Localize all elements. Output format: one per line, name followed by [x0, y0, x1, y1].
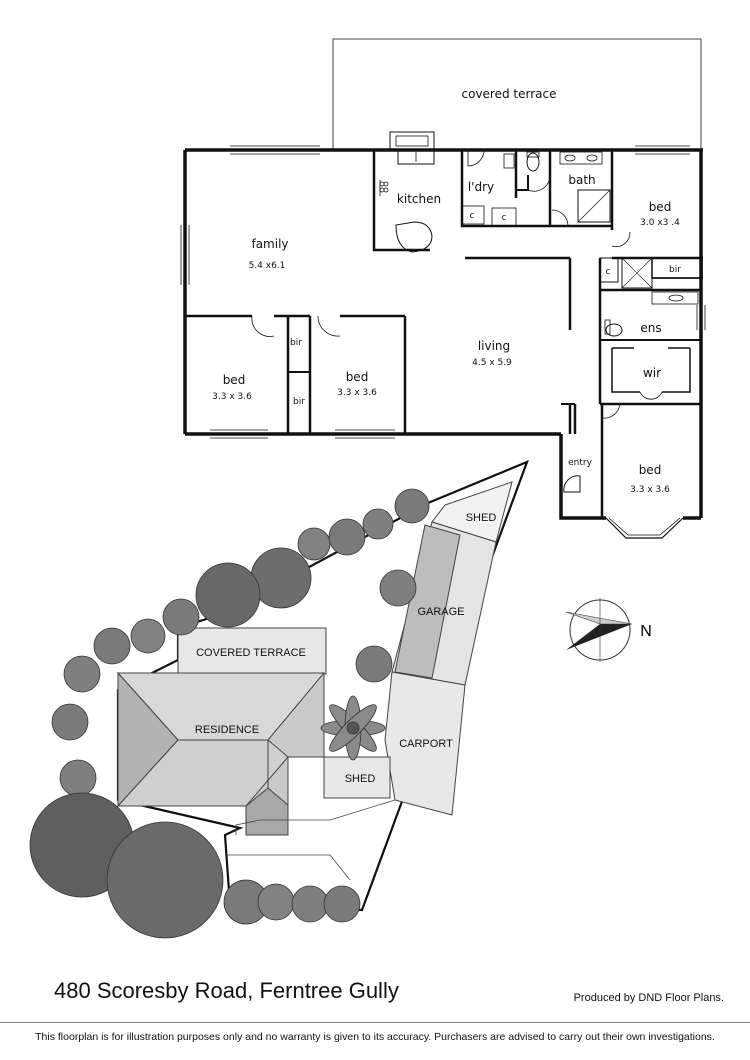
label-laundry-c2: c: [502, 213, 507, 223]
toilet-laundry: [526, 152, 540, 172]
label-bir-bed2: bir: [290, 338, 302, 348]
compass-north-label: N: [640, 623, 652, 640]
floorplan-labels: covered terrace kitchen l'dry c c bath b…: [212, 87, 681, 495]
tree-icon: [297, 527, 331, 561]
compass-icon: N: [565, 598, 652, 662]
label-site-covered-terrace: COVERED TERRACE: [196, 647, 306, 659]
label-laundry: l'dry: [468, 180, 494, 194]
label-living-dims: 4.5 x 5.9: [472, 358, 512, 368]
toilet-ens: [605, 323, 623, 337]
label-bath: bath: [568, 173, 595, 187]
windows: [180, 145, 706, 439]
bay-window: [605, 517, 684, 539]
tree-icon: [195, 562, 261, 628]
label-bed3-dims: 3.3 x 3.6: [337, 388, 377, 398]
bath-shower: [577, 189, 611, 223]
carport: [384, 671, 466, 816]
tree-icon: [106, 821, 224, 939]
tree-icon: [162, 598, 200, 636]
site-labels: SHED GARAGE COVERED TERRACE RESIDENCE CA…: [195, 512, 496, 785]
tree-icon: [328, 518, 366, 556]
label-wir: wir: [643, 366, 661, 380]
label-bed1: bed: [649, 200, 672, 214]
label-laundry-c1: c: [470, 211, 475, 221]
trees: [29, 488, 430, 939]
tree-icon: [379, 569, 417, 607]
label-covered-terrace: covered terrace: [462, 87, 557, 101]
label-shed-bottom: SHED: [345, 773, 376, 785]
kitchen-window-box: [389, 131, 435, 151]
laundry-wall: [460, 150, 612, 228]
label-bed1-dims: 3.0 x3 .4: [640, 218, 680, 228]
label-entry: entry: [568, 458, 592, 468]
site-covered-terrace: [177, 627, 327, 675]
bath-vanity: [559, 151, 603, 165]
palm-tree-icon: [320, 695, 386, 761]
label-family: family: [251, 237, 288, 251]
entry-wall: [559, 434, 606, 520]
label-ens: ens: [640, 321, 661, 335]
label-linen-c: c: [606, 267, 611, 277]
entry-door: [563, 475, 581, 493]
label-bed4: bed: [639, 463, 662, 477]
label-bed2-dims: 3.3 x 3.6: [212, 392, 252, 402]
label-bir-bed3: bir: [293, 397, 305, 407]
footer-divider: [0, 1022, 750, 1023]
kitchen-island: [395, 221, 433, 253]
shed-bottom: [323, 756, 391, 799]
tree-icon: [257, 883, 295, 921]
label-bed4-dims: 3.3 x 3.6: [630, 485, 670, 495]
tree-icon: [323, 885, 361, 923]
label-bed2: bed: [223, 373, 246, 387]
label-bed3: bed: [346, 370, 369, 384]
tree-icon: [130, 618, 166, 654]
covered-terrace-outline: [332, 38, 702, 150]
disclaimer: This floorplan is for illustration purpo…: [35, 1031, 715, 1043]
label-family-dims: 5.4 x6.1: [249, 261, 286, 271]
floorplan: [180, 38, 706, 539]
tree-icon: [59, 759, 97, 797]
label-living: living: [478, 339, 510, 353]
label-kitchen: kitchen: [397, 192, 441, 206]
kitchen-sink: [397, 149, 435, 165]
label-residence: RESIDENCE: [195, 724, 259, 736]
property-address: 480 Scoresby Road, Ferntree Gully: [54, 978, 399, 1003]
label-bir-bed1: bir: [669, 265, 681, 275]
label-garage: GARAGE: [417, 606, 464, 618]
residence: [116, 671, 326, 836]
tree-icon: [63, 655, 101, 693]
label-carport: CARPORT: [399, 738, 453, 750]
site-plan: [29, 460, 529, 939]
label-shed-top: SHED: [466, 512, 497, 524]
ens-shower: [621, 257, 653, 289]
tree-icon: [362, 508, 394, 540]
tree-icon: [394, 488, 430, 524]
kitchen-wall: [372, 150, 430, 252]
tree-icon: [291, 885, 329, 923]
producer-credit: Produced by DND Floor Plans.: [573, 992, 724, 1004]
tree-icon: [93, 627, 131, 665]
tree-icon: [51, 703, 89, 741]
tree-icon: [355, 645, 393, 683]
